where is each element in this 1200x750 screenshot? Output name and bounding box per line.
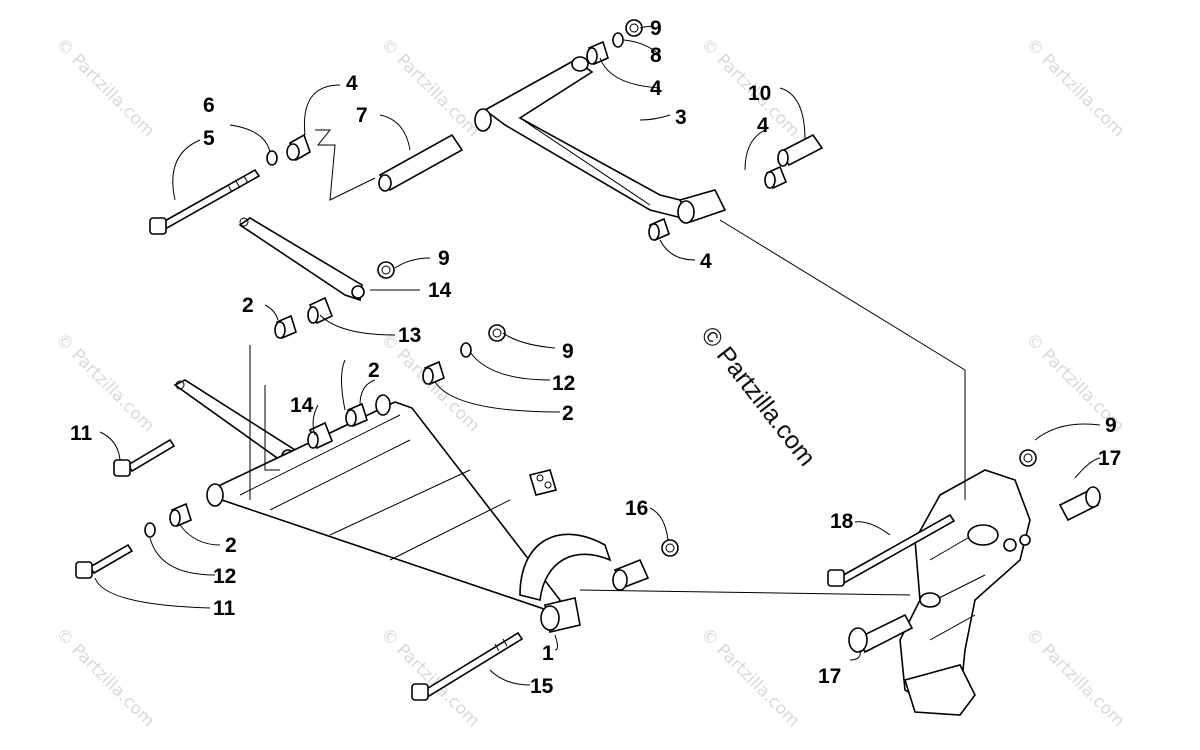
callout-17: 17 (818, 665, 841, 688)
callout-13: 13 (398, 324, 421, 347)
callout-18: 18 (830, 510, 854, 533)
callout-8: 8 (650, 44, 662, 67)
callouts: 9 8 4 3 10 4 4 4 7 6 5 9 14 2 13 9 12 2 … (70, 17, 1121, 698)
callout-5: 5 (203, 127, 215, 150)
leader-lines (94, 26, 1101, 686)
callout-1: 1 (542, 642, 554, 665)
callout-10: 10 (748, 82, 771, 105)
callout-2: 2 (368, 359, 380, 382)
watermark: © Partzilla.com (1021, 624, 1128, 731)
callout-4: 4 (346, 72, 358, 95)
callout-16: 16 (625, 497, 648, 520)
callout-2: 2 (562, 402, 574, 425)
lower-hardware (75, 296, 679, 701)
watermark: © Partzilla.com (1021, 34, 1128, 141)
lower-a-arm (206, 394, 650, 633)
callout-9: 9 (438, 247, 450, 270)
callout-7: 7 (356, 104, 368, 127)
callout-4: 4 (757, 114, 769, 137)
callout-14: 14 (428, 279, 452, 302)
callout-4: 4 (650, 77, 662, 100)
callout-2: 2 (242, 294, 254, 317)
callout-17: 17 (1098, 447, 1121, 470)
callout-11: 11 (70, 422, 93, 445)
callout-15: 15 (530, 675, 554, 698)
callout-12: 12 (213, 565, 236, 588)
callout-6: 6 (203, 94, 215, 117)
callout-14: 14 (290, 394, 314, 417)
callout-9: 9 (1105, 414, 1117, 437)
callout-4: 4 (700, 250, 712, 273)
callout-9: 9 (562, 340, 574, 363)
watermark: © Partzilla.com (51, 624, 158, 731)
watermark: © Partzilla.com (696, 624, 803, 731)
steering-knuckle (827, 449, 1101, 716)
watermark: © Partzilla.com (376, 34, 483, 141)
callout-12: 12 (552, 372, 575, 395)
watermark: © Partzilla.com (51, 34, 158, 141)
upper-a-arm (474, 56, 727, 224)
watermark: © Partzilla.com (51, 329, 158, 436)
callout-3: 3 (675, 106, 687, 129)
brand-watermark: © Partzilla.com (695, 321, 821, 471)
callout-9: 9 (650, 17, 662, 40)
upper-hardware (149, 19, 824, 242)
connection-lines (579, 219, 966, 596)
callout-2: 2 (225, 534, 237, 557)
watermark: © Partzilla.com (376, 624, 483, 731)
callout-11: 11 (213, 597, 236, 620)
